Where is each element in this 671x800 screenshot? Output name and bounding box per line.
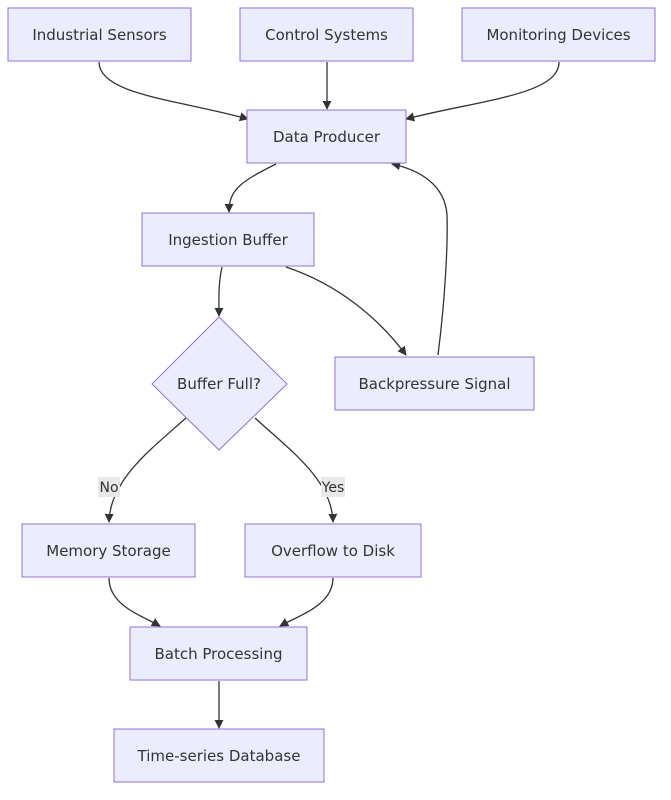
node-memory-storage: Memory Storage <box>21 523 196 578</box>
edge-buffer-full-to-memory-storage <box>104 417 187 523</box>
edge-buffer-full-to-overflow <box>254 417 338 523</box>
node-timeseries-database: Time-series Database <box>113 728 325 783</box>
node-overflow-to-disk: Overflow to Disk <box>244 523 422 578</box>
node-overflow-to-disk-label: Overflow to Disk <box>271 542 395 560</box>
edge-label-yes-text: Yes <box>321 480 345 496</box>
edge-label-yes: Yes <box>321 477 345 497</box>
node-industrial-sensors-label: Industrial Sensors <box>32 26 167 44</box>
node-backpressure-signal: Backpressure Signal <box>334 356 535 411</box>
node-batch-processing: Batch Processing <box>129 626 308 681</box>
edge-industrial-sensors-to-data-producer <box>98 61 249 122</box>
edge-memory-storage-to-batch <box>108 577 161 627</box>
node-memory-storage-label: Memory Storage <box>46 542 170 560</box>
edge-ingestion-buffer-to-buffer-full <box>214 266 224 317</box>
node-timeseries-database-label: Time-series Database <box>137 747 301 765</box>
edge-monitoring-devices-to-data-producer <box>405 61 560 122</box>
node-monitoring-devices: Monitoring Devices <box>461 7 656 62</box>
node-buffer-full-label: Buffer Full? <box>177 375 261 393</box>
node-control-systems-label: Control Systems <box>265 26 388 44</box>
edge-label-no: No <box>98 477 120 497</box>
node-industrial-sensors: Industrial Sensors <box>7 7 192 62</box>
node-buffer-full-decision: Buffer Full? <box>151 316 288 451</box>
node-monitoring-devices-label: Monitoring Devices <box>486 26 630 44</box>
node-data-producer: Data Producer <box>246 109 407 164</box>
node-control-systems: Control Systems <box>239 7 414 62</box>
node-data-producer-label: Data Producer <box>273 128 381 146</box>
edge-backpressure-to-data-producer <box>391 161 448 356</box>
node-backpressure-signal-label: Backpressure Signal <box>358 375 510 393</box>
node-ingestion-buffer: Ingestion Buffer <box>141 212 315 267</box>
edge-label-no-text: No <box>99 480 118 496</box>
edge-data-producer-to-ingestion-buffer <box>224 163 277 213</box>
edge-overflow-to-batch <box>279 577 334 627</box>
node-batch-processing-label: Batch Processing <box>155 645 283 663</box>
node-ingestion-buffer-label: Ingestion Buffer <box>168 231 288 249</box>
edge-ingestion-buffer-to-backpressure <box>285 266 407 356</box>
